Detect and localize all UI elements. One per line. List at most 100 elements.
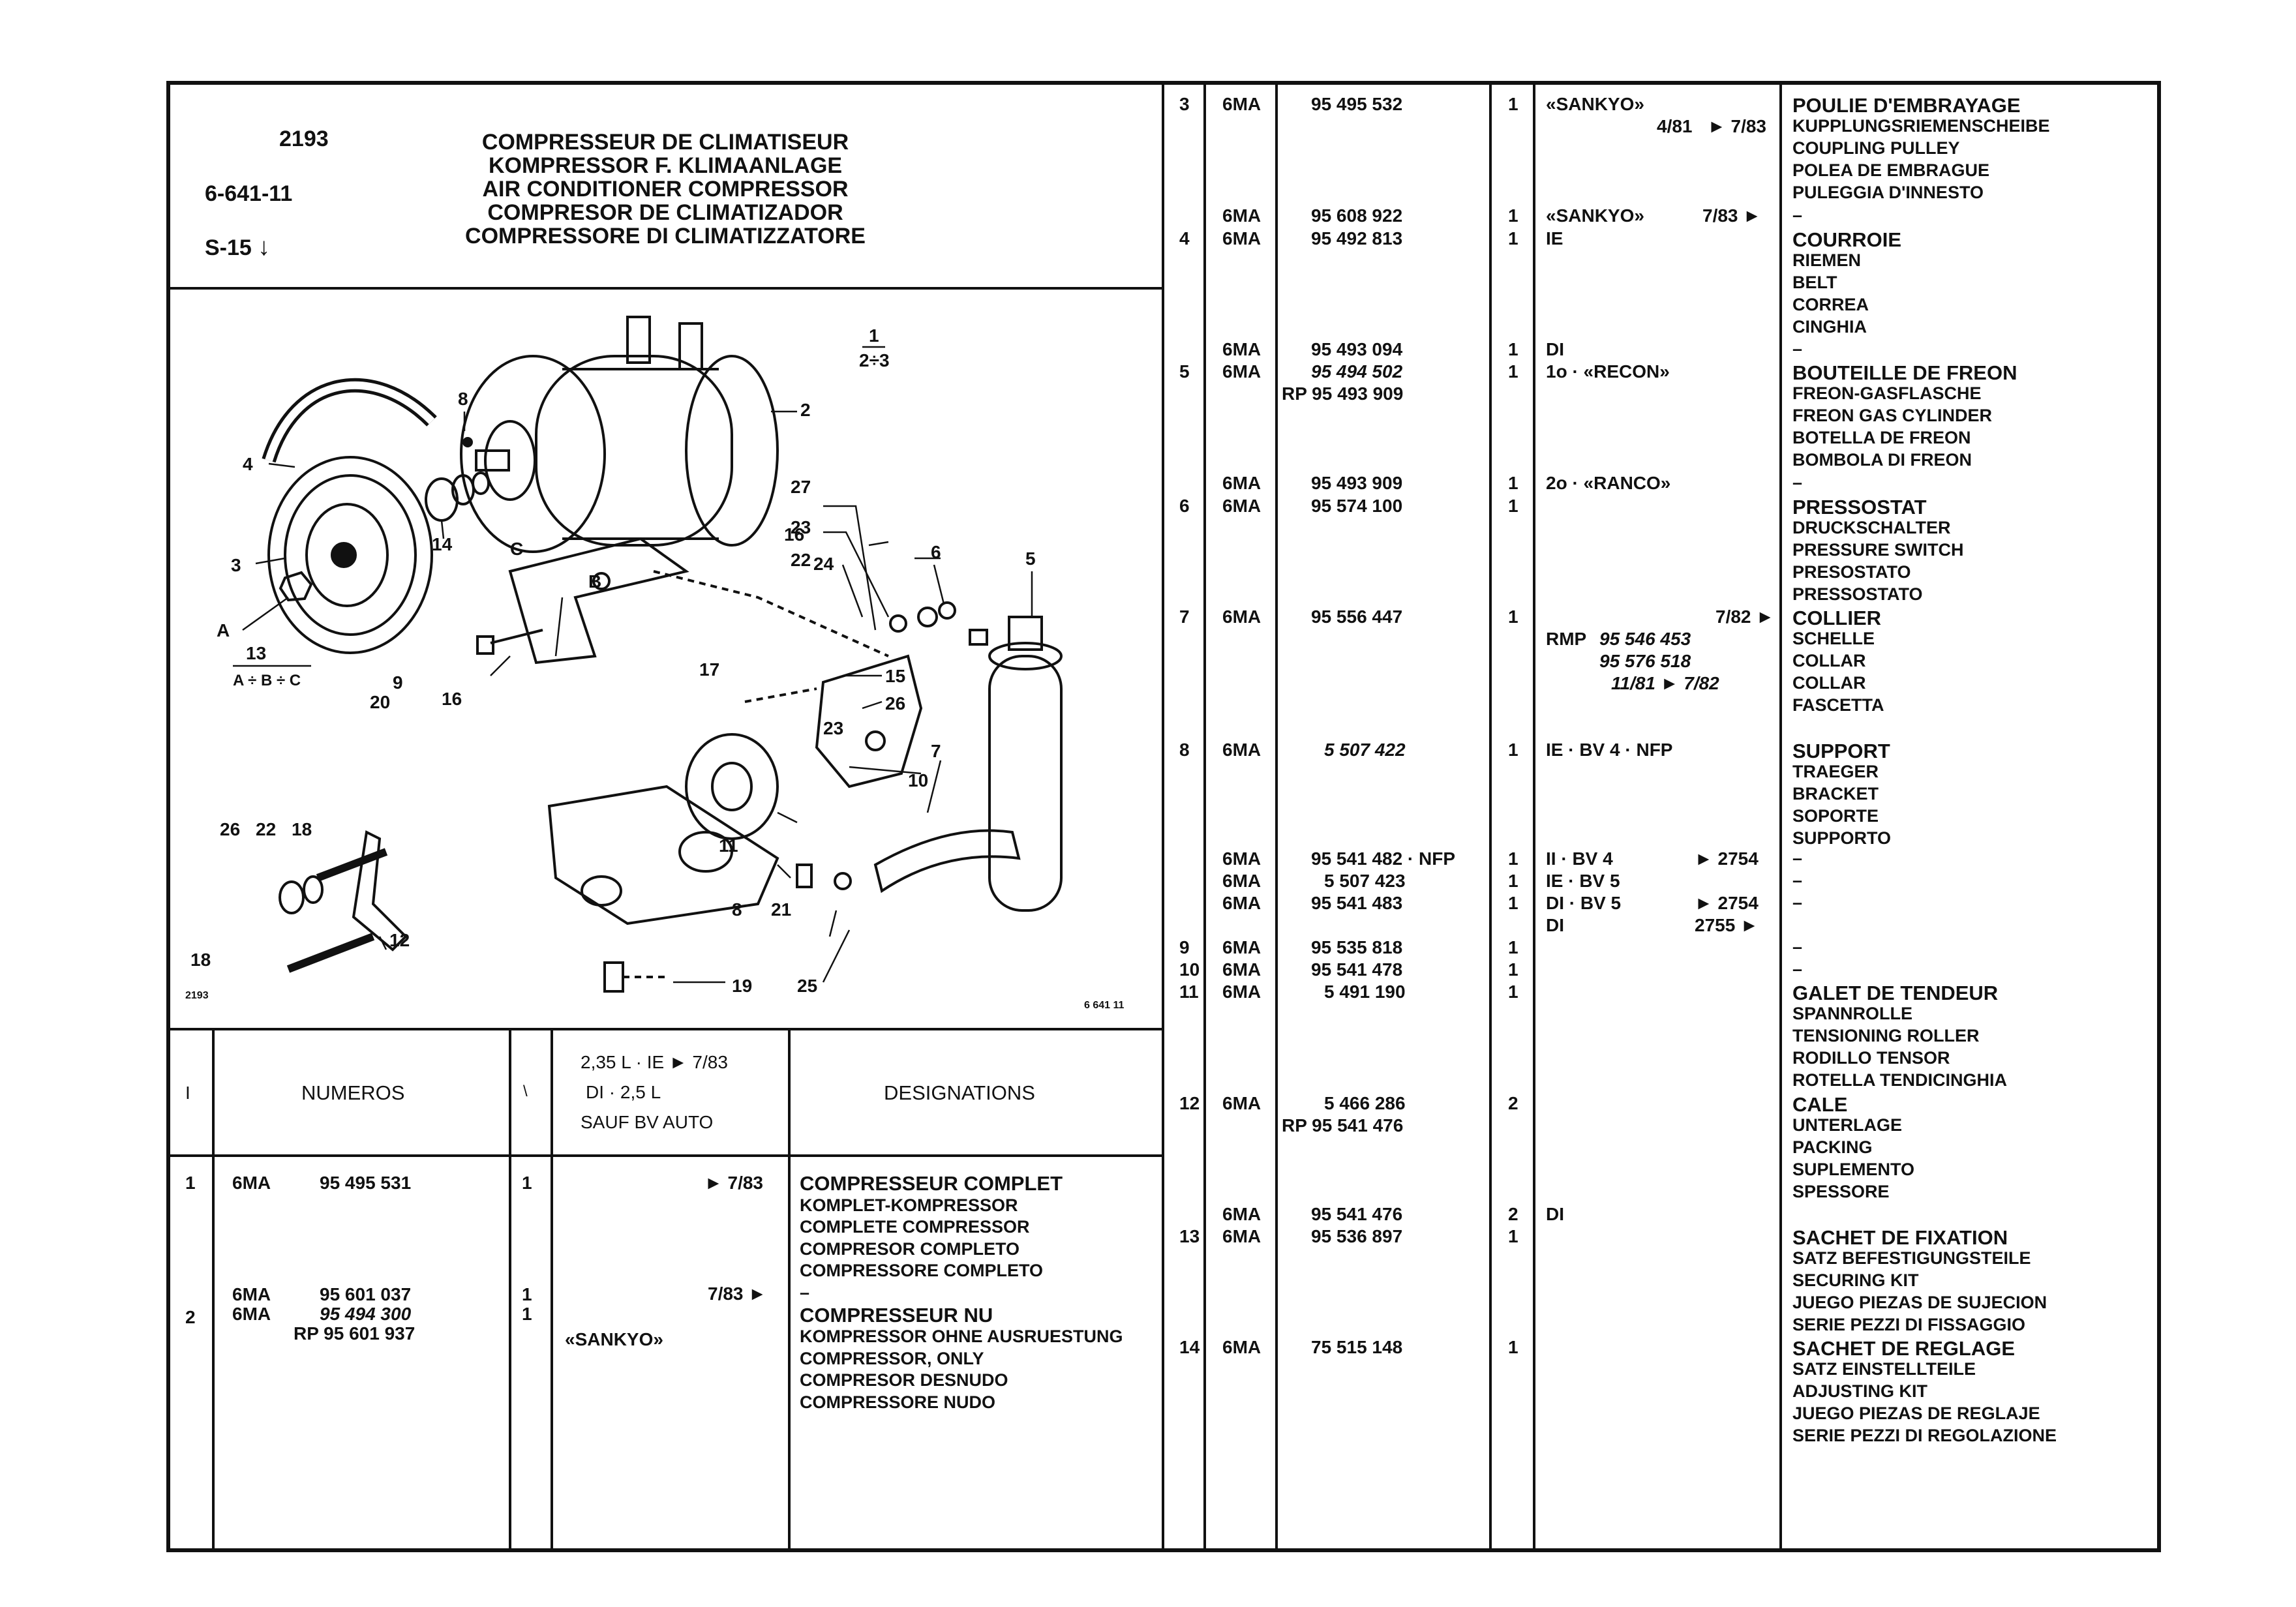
row1-number: 95 495 531 <box>320 1173 412 1193</box>
right-prefix: 6MA <box>1222 228 1261 248</box>
right-designation: PACKING <box>1792 1137 1873 1157</box>
right-designation: – <box>1792 871 1803 890</box>
right-part-number: 95 495 532 <box>1311 94 1403 114</box>
row2-designations: – COMPRESSEUR NU KOMPRESSOR OHNE AUSRUES… <box>800 1282 1123 1413</box>
right-qty: 1 <box>1508 893 1518 913</box>
row1-prefix: 6MA <box>232 1173 271 1193</box>
right-note: ► 7/83 <box>1708 116 1766 136</box>
callout-23b: 23 <box>823 718 843 738</box>
right-qty: 1 <box>1508 94 1518 114</box>
callout-20: 20 <box>370 692 390 712</box>
table-top-line <box>166 1028 1164 1030</box>
right-note: 2o · «RANCO» <box>1546 473 1671 493</box>
right-part-number: 95 492 813 <box>1311 228 1403 248</box>
callout-11: 11 <box>719 835 738 856</box>
right-designation: BOUTEILLE DE FREON <box>1792 361 2017 384</box>
right-item-number: 6 <box>1179 496 1190 516</box>
right-note: DI <box>1546 915 1564 935</box>
diagram-ref-left: 2193 <box>185 990 209 1001</box>
row2-note-date: 7/83 ► <box>708 1284 766 1304</box>
right-item-number: 13 <box>1179 1226 1200 1246</box>
right-note: 11/81 ► 7/82 <box>1611 673 1719 693</box>
diagram-ref-right: 6 641 11 <box>1084 1000 1125 1011</box>
row2-des-it: COMPRESSORE NUDO <box>800 1392 996 1412</box>
arrow-down-icon: ↓ <box>258 233 271 261</box>
callout-27: 27 <box>791 477 811 497</box>
right-part-number: 95 608 922 <box>1311 205 1403 226</box>
row2-qty-2: 1 <box>522 1304 532 1324</box>
row2-qty: 1 1 <box>522 1285 532 1324</box>
catalog-code: 6-641-11 <box>205 181 293 206</box>
right-designation: SECURING KIT <box>1792 1270 1919 1290</box>
right-part-number: 95 494 502 <box>1311 361 1403 382</box>
right-prefix: 6MA <box>1222 893 1261 913</box>
row1-des-es: COMPRESOR COMPLETO <box>800 1239 1020 1259</box>
row2-number-3: RP 95 601 937 <box>294 1323 415 1344</box>
right-designation: BELT <box>1792 273 1837 292</box>
row1-item: 1 <box>185 1173 196 1193</box>
right-item-number: 4 <box>1179 228 1190 248</box>
right-designation: – <box>1792 849 1803 868</box>
combo-bottom: A ÷ B ÷ C <box>233 672 301 689</box>
callout-c: C <box>510 539 523 559</box>
right-note: IE · BV 4 · NFP <box>1546 740 1673 760</box>
right-qty: 1 <box>1508 1337 1518 1357</box>
right-designation: – <box>1792 937 1803 957</box>
right-col-divider-3 <box>1489 81 1492 1552</box>
right-item-number: 14 <box>1179 1337 1200 1357</box>
right-part-number: 95 541 476 <box>1311 1204 1403 1224</box>
right-part-number: 5 507 422 <box>1324 740 1406 760</box>
right-designation: FREON GAS CYLINDER <box>1792 406 1993 425</box>
row2-des-dash: – <box>800 1283 810 1302</box>
right-item-number: 3 <box>1179 94 1190 114</box>
row1-des-it: COMPRESSORE COMPLETO <box>800 1261 1044 1280</box>
condition-line-1: 2,35 L · IE ► 7/83 <box>581 1052 728 1072</box>
callout-6: 6 <box>931 542 941 562</box>
right-qty: 1 <box>1508 473 1518 493</box>
right-part-number: 5 507 423 <box>1324 871 1406 891</box>
right-prefix: 6MA <box>1222 1204 1261 1224</box>
callout-17: 17 <box>699 659 719 680</box>
right-designation: – <box>1792 959 1803 979</box>
col-designations-header: DESIGNATIONS <box>884 1081 1035 1104</box>
row2-des-fr: COMPRESSEUR NU <box>800 1303 993 1327</box>
right-designation: – <box>1792 473 1803 492</box>
right-item-number: 5 <box>1179 361 1190 382</box>
row2-prefix-2: 6MA <box>232 1304 271 1324</box>
right-item-number: 7 <box>1179 607 1190 627</box>
right-note: IE <box>1546 228 1563 248</box>
callout-16a: 16 <box>784 524 804 545</box>
callout-19: 19 <box>732 976 752 996</box>
right-qty: 1 <box>1508 937 1518 957</box>
right-prefix: 6MA <box>1222 959 1261 980</box>
row2-des-de: KOMPRESSOR OHNE AUSRUESTUNG <box>800 1327 1123 1346</box>
callout-12: 12 <box>389 930 410 950</box>
col-index-header: I <box>185 1083 190 1103</box>
callout-14: 14 <box>432 534 453 554</box>
callout-4: 4 <box>243 454 253 474</box>
right-qty: 2 <box>1508 1204 1518 1224</box>
right-designation: TRAEGER <box>1792 762 1879 781</box>
right-designation: SUPPORTO <box>1792 828 1892 848</box>
right-item-number: 11 <box>1179 982 1199 1002</box>
right-designation: SOPORTE <box>1792 806 1879 826</box>
col-qty-header: \ <box>523 1083 528 1100</box>
right-part-number: 95 541 478 <box>1311 959 1403 980</box>
right-designation: TENSIONING ROLLER <box>1792 1026 1980 1045</box>
title-fr: COMPRESSEUR DE CLIMATISEUR <box>481 130 849 155</box>
right-prefix: 6MA <box>1222 740 1261 760</box>
right-part-number: 95 535 818 <box>1311 937 1403 957</box>
right-designation: – <box>1792 339 1803 359</box>
right-qty: 1 <box>1508 205 1518 226</box>
combo-top: 13 <box>246 643 266 663</box>
right-designation: POULIE D'EMBRAYAGE <box>1792 94 2021 117</box>
page-title: COMPRESSEUR DE CLIMATISEUR KOMPRESSOR F.… <box>424 130 907 248</box>
right-qty: 1 <box>1508 849 1518 869</box>
row2-item: 2 <box>185 1307 196 1327</box>
right-part-number: RP 95 493 909 <box>1282 383 1404 404</box>
right-designation: UNTERLAGE <box>1792 1115 1902 1135</box>
row2-des-en: COMPRESSOR, ONLY <box>800 1348 984 1368</box>
col-divider-4 <box>788 1028 791 1552</box>
right-part-number: 95 541 483 <box>1311 893 1403 913</box>
right-designation: COLLIER <box>1792 607 1882 629</box>
